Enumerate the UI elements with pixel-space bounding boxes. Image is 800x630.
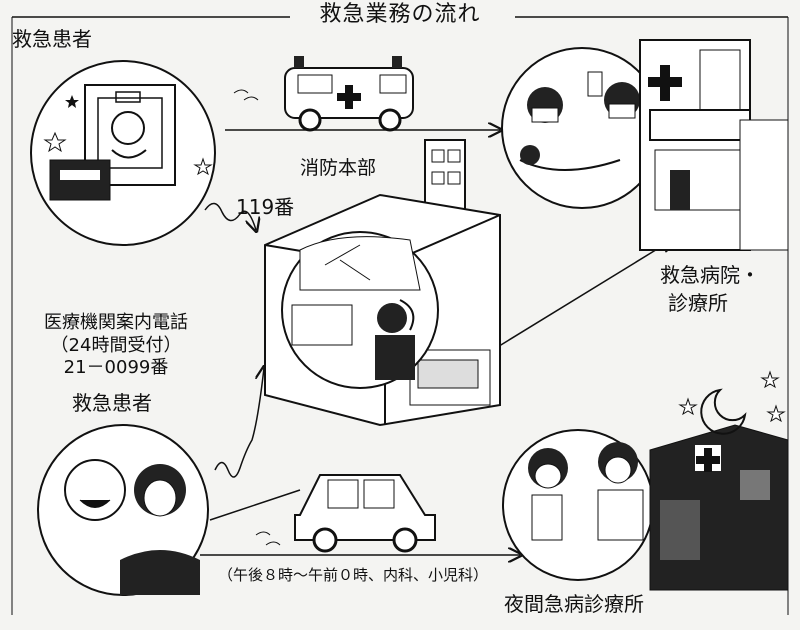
fire-hq-building <box>264 139 501 427</box>
car-icon <box>255 474 436 553</box>
arrow-car-line <box>209 489 301 521</box>
night-clinic-treatment-illustration <box>502 429 654 581</box>
star-icon <box>65 95 79 108</box>
star-icon <box>766 404 786 423</box>
label-fire-hq: 消防本部 <box>300 157 377 179</box>
telephone-icon <box>399 299 415 331</box>
star-icon <box>678 397 698 416</box>
ambulance-icon <box>233 56 414 132</box>
moon-icon <box>700 388 747 435</box>
night-clinic-building <box>649 370 789 591</box>
emergency-hospital-building <box>639 39 789 251</box>
patient-accident-illustration <box>30 60 216 246</box>
patient-child-illustration <box>37 424 209 596</box>
label-patient-top: 救急患者 <box>12 27 92 51</box>
label-night-clinic: 夜間急病診療所 <box>504 592 644 616</box>
arrow-119-call <box>204 202 256 230</box>
label-medical-info-phone: 医療機関案内電話 （24時間受付） 21－0099番 <box>44 312 188 380</box>
label-patient-bottom: 救急患者 <box>72 391 152 415</box>
hospital-treatment-illustration <box>501 47 663 209</box>
star-icon <box>43 131 67 153</box>
info-line-3: 21－0099番 <box>63 357 169 378</box>
cross-icon <box>648 65 682 101</box>
star-icon <box>760 370 780 389</box>
info-line-1: 医療機関案内電話 <box>44 312 188 333</box>
cross-icon <box>696 448 720 472</box>
arrow-info-call <box>214 368 264 478</box>
diagram-title: 救急業務の流れ <box>315 2 485 28</box>
info-line-2: （24時間受付） <box>50 334 182 356</box>
label-emergency-hospital: 救急病院・ <box>660 263 760 287</box>
label-night-hours: （午後８時～午前０時、内科、小児科） <box>218 566 489 584</box>
telephone-operator <box>377 303 407 333</box>
cross-icon <box>337 85 361 109</box>
label-clinic: 診療所 <box>668 291 728 315</box>
label-119-call: 119番 <box>236 195 295 219</box>
star-icon <box>193 157 213 176</box>
